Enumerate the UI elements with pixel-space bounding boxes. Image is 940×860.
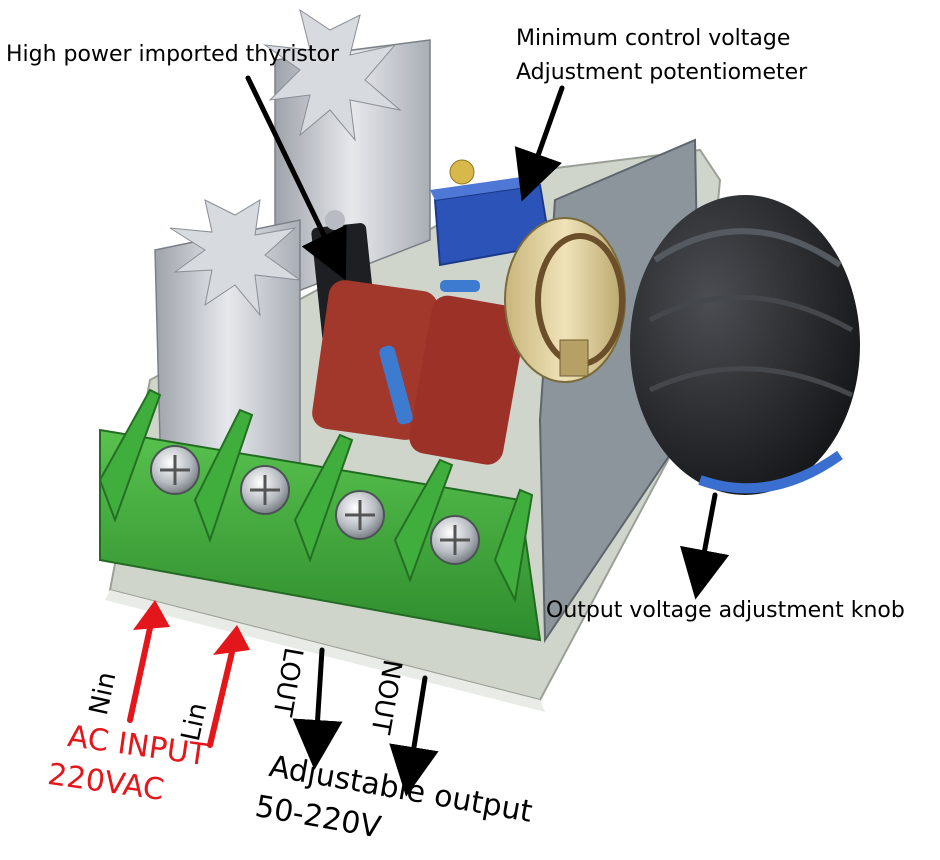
knob-arrow xyxy=(680,492,730,600)
adjustment-knob xyxy=(630,195,860,495)
potentiometer xyxy=(504,217,626,383)
annotation-arrows xyxy=(127,75,730,797)
thyristor-arrow xyxy=(245,75,347,281)
terminal-block xyxy=(98,388,542,642)
nin-arrow xyxy=(127,600,170,723)
potentiometer-label: Adjustment potentiometer xyxy=(516,60,808,85)
min-voltage-label: Minimum control voltage xyxy=(516,26,791,51)
knob-label: Output voltage adjustment knob xyxy=(546,598,905,623)
resistors xyxy=(379,280,480,425)
heatsink xyxy=(154,8,431,471)
thyristor-label: High power imported thyristor xyxy=(6,42,340,67)
lin-arrow xyxy=(207,625,250,748)
nout-arrow xyxy=(389,675,439,797)
lout-arrow xyxy=(292,647,343,770)
potentiometer-arrow xyxy=(514,85,565,202)
terminal-screws xyxy=(150,445,480,565)
